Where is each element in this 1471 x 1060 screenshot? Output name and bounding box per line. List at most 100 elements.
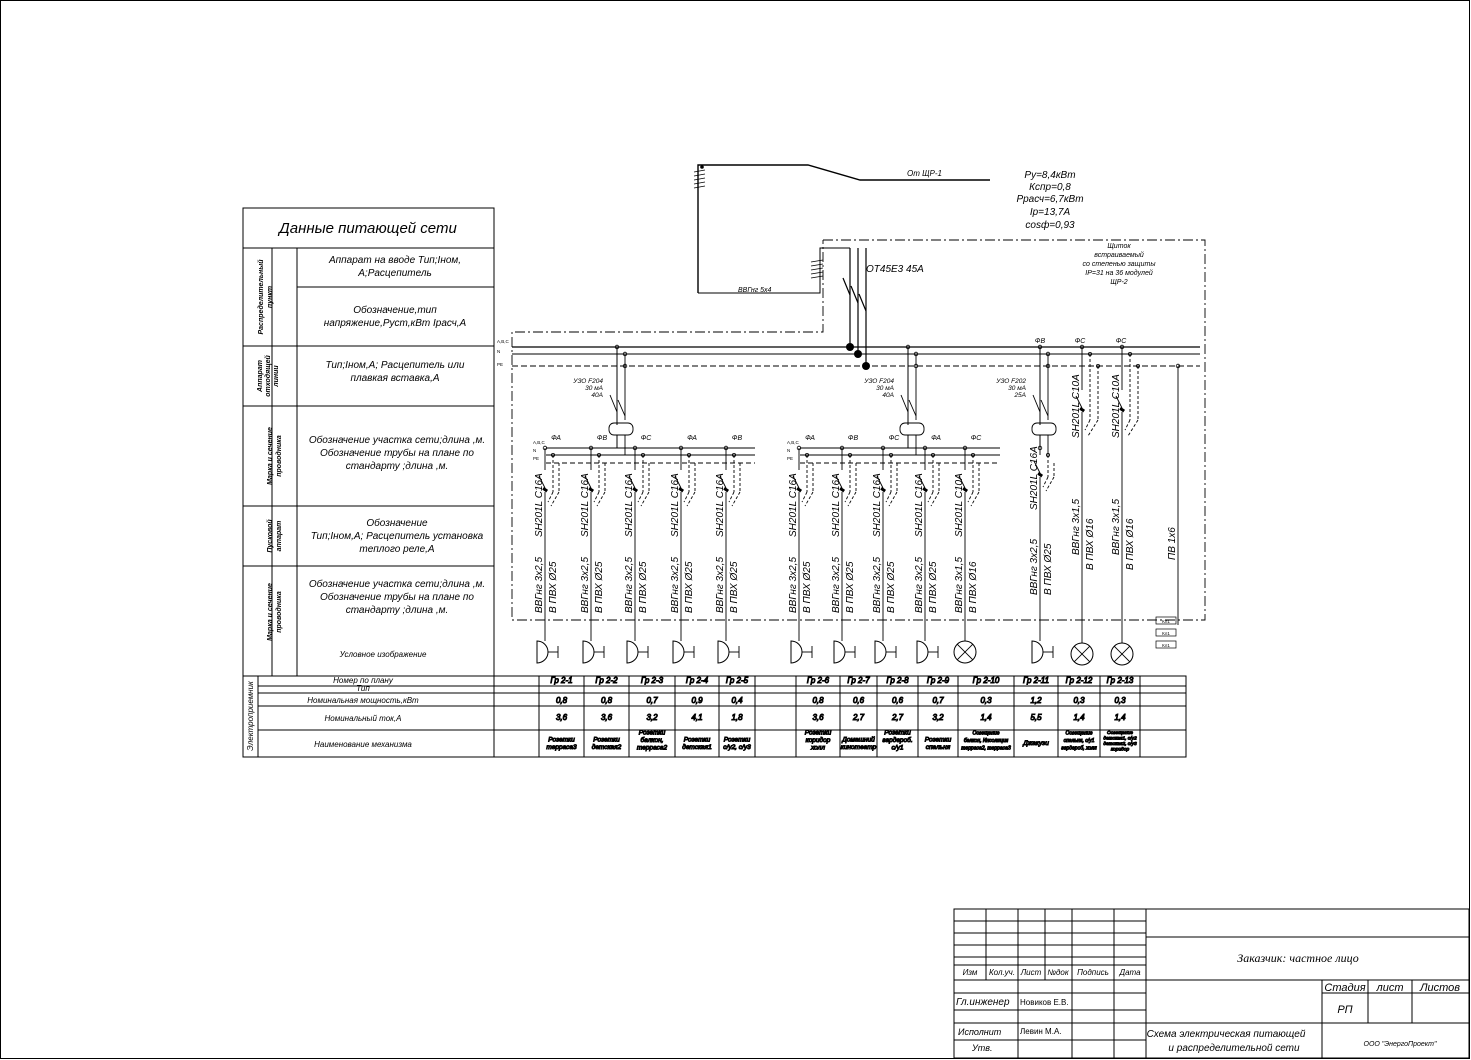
pipe-label: В ПВХ Ø25	[548, 561, 559, 613]
pipe-label: В ПВХ Ø25	[845, 561, 856, 613]
tap-node	[614, 344, 620, 350]
consumers-row-labels: Номер по плану Тип Номинальная мощность,…	[307, 676, 419, 749]
rcd-contact	[609, 394, 618, 413]
feeder-pe-join	[970, 491, 980, 507]
breaker-label: SH201L C16A	[831, 473, 842, 537]
pipe-label: В ПВХ Ø25	[594, 561, 605, 613]
row-text: Тип;Iном,А; Расцепитель или	[326, 360, 465, 371]
cable-label: ВВГнг 3х1,5	[1071, 499, 1082, 555]
rcd-contact	[900, 394, 909, 413]
pipe-label: В ПВХ Ø25	[802, 561, 813, 613]
breaker-label: SH201L C16A	[914, 473, 925, 537]
group-number: Гр 2-6	[807, 676, 830, 685]
group-number: Гр 2-3	[641, 676, 664, 685]
breaker-contact	[835, 475, 843, 489]
breaker-mark	[542, 487, 549, 493]
rcd-contact	[1040, 399, 1049, 417]
company-name: ООО "ЭнергоПроект"	[1364, 1041, 1437, 1048]
socket-symbol	[717, 640, 730, 664]
section-label: Марка и сечение	[267, 583, 274, 641]
group-power: 0,6	[892, 696, 904, 705]
sub-bus-label-n: N	[533, 448, 536, 453]
group-current: 4,1	[691, 713, 702, 722]
row-label: Номер по плану	[333, 676, 394, 685]
group-power: 0,8	[556, 696, 568, 705]
phase-label: ФВ	[732, 435, 743, 442]
rcd-label: 40А	[882, 392, 894, 399]
socket-symbol	[672, 640, 685, 664]
group-name: Розетки	[548, 736, 575, 743]
pipe-label: В ПВХ Ø16	[968, 561, 979, 613]
group-name: терраса2, терраса3	[961, 746, 1011, 752]
panel-desc-line: встраиваемый	[1094, 251, 1144, 259]
drawing-title-line: Схема электрическая питающей	[1147, 1029, 1306, 1040]
group-name: с/у2, с/у3	[723, 744, 751, 751]
group-number: Гр 2-10	[973, 676, 1000, 685]
tap-node	[622, 363, 628, 369]
tb-header: №док	[1047, 968, 1070, 977]
group-number: Гр 2-11	[1023, 676, 1049, 685]
breaker-contact	[584, 475, 592, 489]
breaker-contact	[876, 475, 884, 489]
sub-bus-label-pe: PE	[533, 456, 539, 461]
row-text: Обозначение участка сети;длина ,м.	[309, 578, 485, 590]
feeder-pe-join	[1127, 419, 1139, 437]
param-cosf: cosф=0,93	[1025, 219, 1075, 231]
pipe-label: В ПВХ Ø25	[729, 561, 740, 613]
pe-cable-label: ПВ 1х6	[1167, 527, 1178, 560]
breaker-label: SH201L C16A	[1029, 446, 1040, 510]
feeder-neutral-join	[801, 491, 808, 503]
group-current: 2,7	[891, 713, 904, 722]
breaker-mark	[1119, 407, 1126, 413]
row-text: Обозначение	[366, 517, 428, 529]
breaker-contact	[1075, 395, 1083, 409]
pipe-label: В ПВХ Ø25	[684, 561, 695, 613]
rcd-body	[608, 422, 634, 436]
group-current: 1,4	[1073, 713, 1085, 722]
feeder-neutral-join	[1084, 419, 1091, 431]
consumers-side-label: Электроприемник	[246, 680, 255, 751]
breaker-mark	[962, 487, 969, 493]
row-label: Номинальный ток,А	[325, 714, 402, 723]
group-name: терраса3	[546, 744, 577, 751]
group-power: 0,7	[646, 696, 658, 705]
group-current: 3,2	[646, 713, 658, 722]
group-name: коридор	[806, 736, 831, 744]
group-number: Гр 2-4	[686, 676, 709, 685]
symbol-label: Условное изображение	[339, 650, 427, 659]
group-name: Розетки	[805, 730, 832, 737]
role-chief-engineer: Гл.инженер	[956, 997, 1010, 1008]
cable-label: ВВГнг 3х2,5	[788, 557, 799, 613]
tb-header: Кол.уч.	[989, 968, 1015, 977]
breaker-contact	[674, 475, 682, 489]
breaker-label: SH201L C10A	[1111, 374, 1122, 438]
title-block-grid	[953, 908, 1470, 1059]
group-current: 2,7	[852, 713, 865, 722]
terminal-box	[1155, 640, 1177, 649]
breaker-contact	[958, 475, 966, 489]
cable-label: ВВГнг 3х2,5	[580, 557, 591, 613]
group-name: Розетки	[925, 736, 952, 743]
row-text: Обозначение,тип	[353, 304, 437, 316]
breaker-label: SH201L C16A	[624, 473, 635, 537]
left-table-rows: Аппарат на вводе Тип;Iном, А;Расцепитель…	[309, 255, 485, 616]
group-current: 3,2	[932, 713, 944, 722]
stage-header: Листов	[1419, 982, 1460, 994]
row-text: Обозначение трубы на плане по	[320, 591, 474, 603]
role-executor: Исполнит	[958, 1027, 1002, 1037]
breaker-contact	[918, 475, 926, 489]
tap-node	[1037, 344, 1043, 350]
feeder-neutral-join	[547, 491, 554, 503]
group-name: гардероб, холл	[1061, 746, 1097, 752]
group-number: Гр 2-13	[1107, 676, 1134, 685]
section-label: пункт	[267, 286, 274, 308]
feeder-neutral-join	[1042, 476, 1049, 488]
group-current: 5,5	[1030, 713, 1042, 722]
cable-label: ВВГнг 3х2,5	[715, 557, 726, 613]
breaker-label: SH201L C16A	[534, 473, 545, 537]
phase-label: ФА	[931, 435, 941, 442]
group-current: 3,6	[556, 713, 568, 722]
title-block-headers: Изм Кол.уч. Лист №док Подпись Дата	[963, 968, 1142, 977]
phase-label: ФВ	[597, 435, 608, 442]
row-label: Тип	[356, 684, 370, 693]
